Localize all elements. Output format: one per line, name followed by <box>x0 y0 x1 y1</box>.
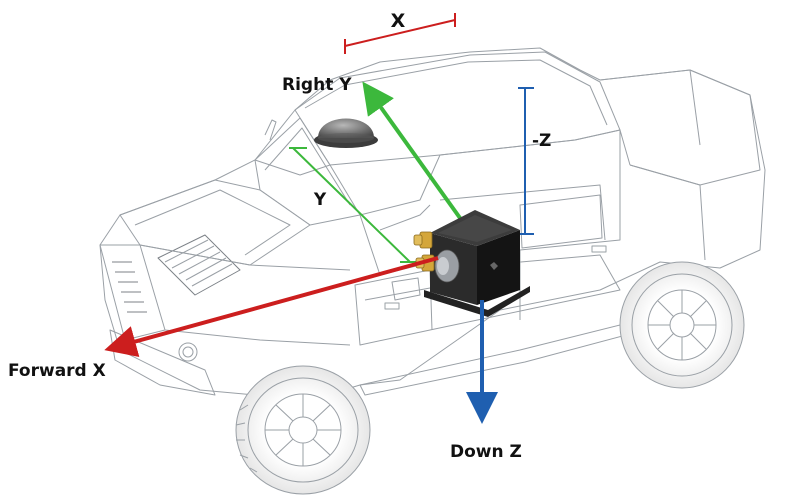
imu-sensor-icon <box>413 210 530 317</box>
x-offset-dimension <box>344 13 456 54</box>
sma-connectors <box>413 231 460 283</box>
forward-x-label: Forward X <box>8 361 106 381</box>
forward-x-axis-arrow <box>104 256 439 358</box>
right-y-label: Right Y <box>282 75 352 95</box>
y-offset-label: Y <box>313 190 327 210</box>
hood-vent <box>157 234 241 296</box>
front-wheel <box>235 365 371 495</box>
neg-z-offset-dimension <box>518 87 534 235</box>
gnss-antenna-icon <box>314 118 378 148</box>
neg-z-offset-label: -Z <box>532 131 551 151</box>
y-offset-dimension <box>289 147 418 263</box>
x-offset-label: X <box>391 10 406 32</box>
right-y-axis-arrow <box>362 81 472 234</box>
front-grille <box>112 261 147 313</box>
down-z-label: Down Z <box>450 442 522 462</box>
rear-wheel <box>619 261 745 389</box>
